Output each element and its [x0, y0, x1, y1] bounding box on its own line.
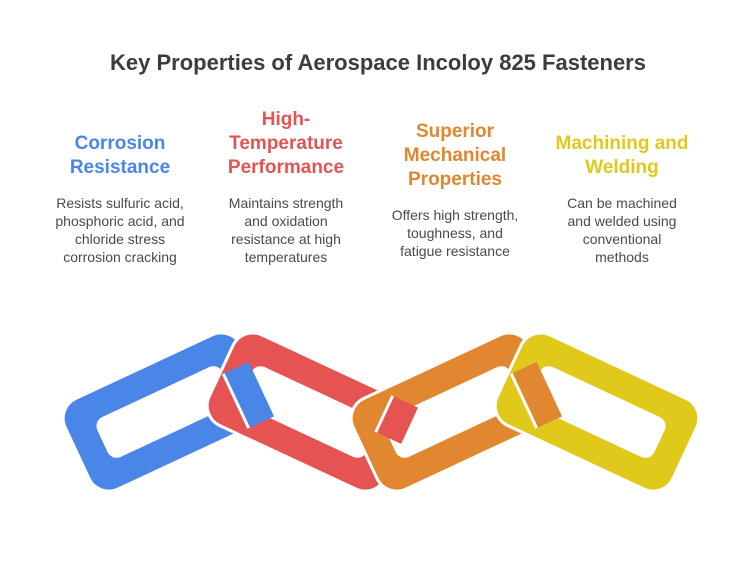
chain-overlap-red	[374, 395, 419, 444]
property-heading: Machining and Welding	[555, 133, 689, 178]
property-machining-and-welding: Machining and Welding Can be machined an…	[537, 132, 707, 266]
property-description: Can be machined and welded using convent…	[567, 195, 677, 265]
property-superior-mechanical-properties: Superior Mechanical Properties Offers hi…	[370, 120, 540, 260]
property-high-temperature-performance: High- Temperature Performance Maintains …	[201, 108, 371, 266]
property-description: Offers high strength, toughness, and fat…	[391, 207, 519, 259]
property-corrosion-resistance: Corrosion Resistance Resists sulfuric ac…	[35, 132, 205, 266]
property-heading: High- Temperature Performance	[227, 109, 345, 178]
property-heading: Corrosion Resistance	[69, 133, 171, 178]
property-heading: Superior Mechanical Properties	[403, 121, 507, 190]
chain-link-blue	[61, 331, 269, 493]
chain-link-yellow	[493, 331, 701, 493]
chain-overlap-blue	[221, 361, 275, 429]
property-description: Resists sulfuric acid, phosphoric acid, …	[55, 195, 185, 265]
property-description: Maintains strength and oxidation resista…	[228, 195, 344, 265]
diagram-title: Key Properties of Aerospace Incoloy 825 …	[110, 50, 646, 75]
chain-overlap-orange	[509, 361, 563, 429]
